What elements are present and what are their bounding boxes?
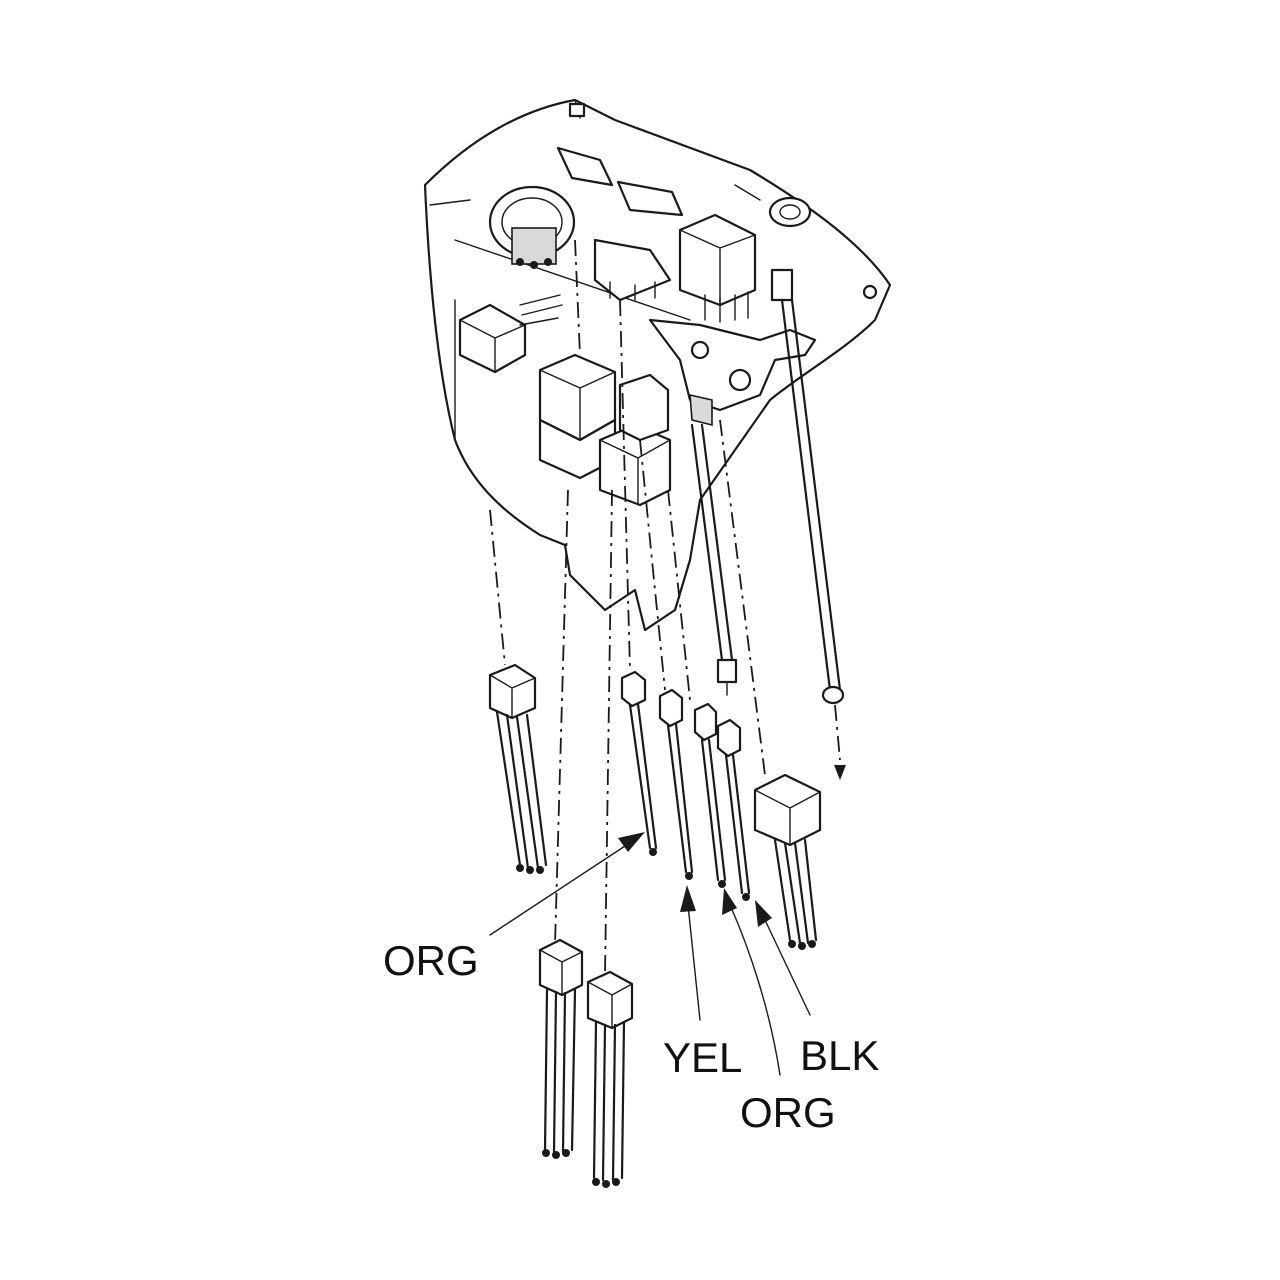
connector-bundle-bottom-left	[538, 938, 584, 1159]
arrow-org-left	[618, 832, 645, 852]
connector-bundle-bottom-right	[586, 970, 634, 1188]
label-yel: YEL	[663, 1034, 742, 1081]
relay-cube-stack	[538, 353, 672, 507]
single-pin-blk	[716, 718, 751, 901]
leader-arrows	[489, 832, 811, 1076]
switch-wires	[690, 423, 738, 696]
circuit-board	[423, 98, 892, 632]
single-pin-org-2	[693, 702, 727, 888]
single-pin-yel	[658, 688, 694, 880]
label-org-bottom: ORG	[740, 1089, 836, 1136]
round-transformer	[488, 185, 576, 269]
switch-bracket	[648, 318, 817, 427]
connector-bundle-left	[488, 663, 548, 874]
label-blk: BLK	[800, 1032, 879, 1079]
relay-block	[678, 213, 757, 323]
probe-rod	[770, 268, 846, 780]
connector-bundle-right	[753, 773, 822, 950]
knob	[734, 184, 812, 228]
board-screw-hole	[862, 284, 878, 300]
label-org-left: ORG	[383, 937, 479, 984]
arrow-blk	[755, 900, 772, 927]
arrow-yel	[680, 885, 696, 912]
arrow-org-bottom	[722, 888, 737, 915]
assembly-lines	[489, 239, 766, 976]
top-connector	[556, 146, 684, 302]
board-mount-hole	[568, 102, 586, 118]
side-connector	[458, 294, 563, 374]
single-pin-org	[620, 670, 658, 856]
